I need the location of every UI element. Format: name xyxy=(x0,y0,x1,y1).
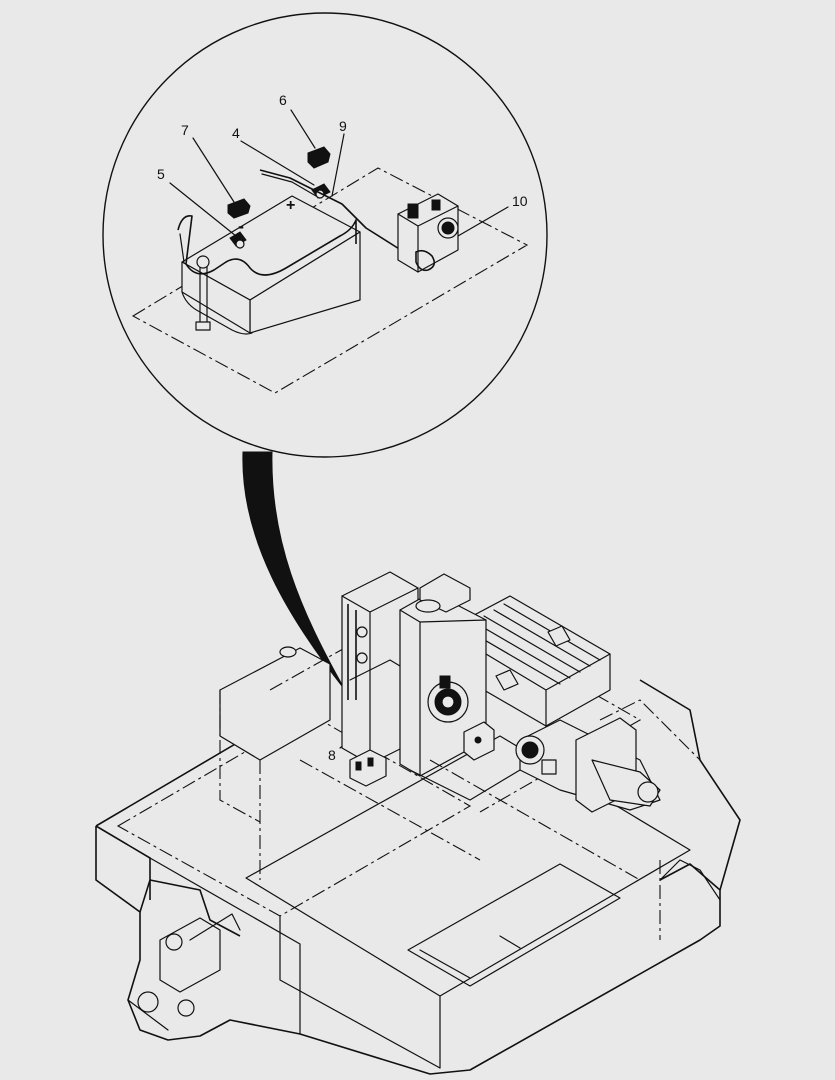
terminal-cap-negative xyxy=(227,198,251,219)
terminal-cap-positive xyxy=(307,146,331,169)
battery-terminal-negative xyxy=(229,231,247,249)
callout-8: 8 xyxy=(328,747,336,763)
callout-9: 9 xyxy=(339,118,347,134)
callout-7: 7 xyxy=(181,122,189,138)
callout-5: 5 xyxy=(157,166,165,182)
callout-10: 10 xyxy=(512,193,528,209)
callout-4: 4 xyxy=(232,125,240,141)
filler-cap xyxy=(279,646,297,658)
battery-disconnect-switch xyxy=(397,193,459,273)
callout-6: 6 xyxy=(279,92,287,108)
engine-module xyxy=(341,571,661,881)
positive-mark: + xyxy=(286,197,295,214)
negative-mark: - xyxy=(238,216,244,236)
battery-tray-outline xyxy=(131,167,529,394)
battery xyxy=(177,195,361,335)
